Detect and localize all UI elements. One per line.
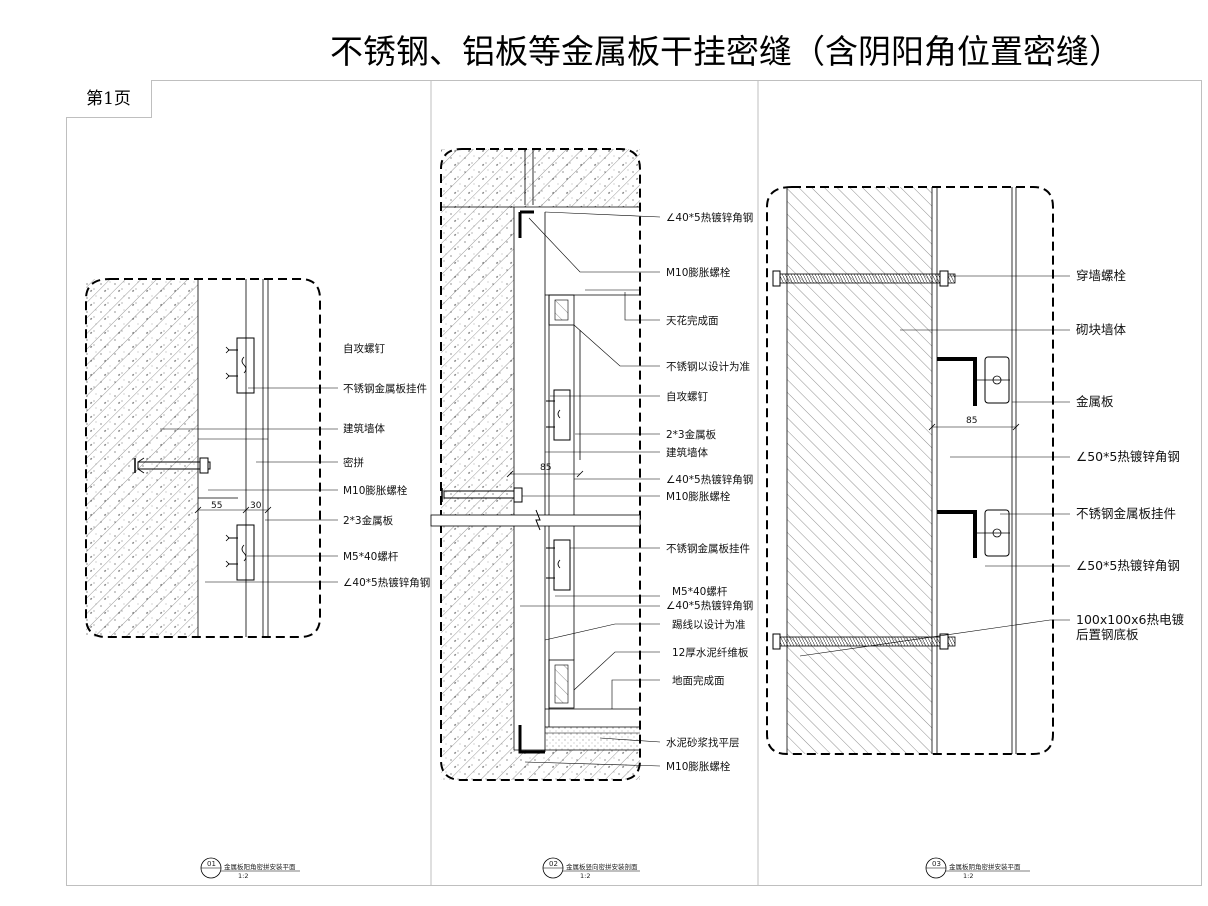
d2-label-7: ∠40*5热镀锌角钢 (666, 473, 753, 486)
dim-30: 30 (250, 501, 262, 511)
detail-3-boundary (766, 186, 1054, 755)
detail-1-leaders (160, 387, 338, 583)
angle-steel-upper (937, 356, 1010, 406)
svg-text:1:2: 1:2 (580, 872, 590, 880)
svg-text:金属板阴角密拼安装平面: 金属板阴角密拼安装平面 (949, 862, 1021, 871)
svg-text:01: 01 (207, 860, 216, 868)
d2-anchor (441, 487, 523, 503)
detail-3-caption: 03 金属板阴角密拼安装平面 1:2 (925, 857, 1030, 880)
detail-3: 85 穿墙螺栓 砌块墙体 金属板 ∠50*5热镀锌角钢 不锈钢金属板挂件 ∠50… (766, 186, 1184, 880)
drawing-sheet (66, 80, 1202, 886)
d3-label-4: 不锈钢金属板挂件 (1076, 506, 1176, 521)
dim-85-d2: 85 (540, 463, 551, 473)
bracket-upper (225, 337, 255, 394)
d1-label-wall: 建筑墙体 (343, 422, 385, 435)
d2-label-12: 踢线以设计为准 (672, 618, 746, 631)
d2-label-16: M10膨胀螺栓 (666, 760, 731, 773)
d3-label-2: 金属板 (1076, 394, 1114, 409)
d3-label-7: 后置钢底板 (1076, 627, 1139, 642)
detail-2-wall (441, 149, 640, 780)
svg-text:1:2: 1:2 (963, 872, 973, 880)
d3-label-6: 100x100x6热电镀 (1076, 612, 1184, 627)
d2-cut-bar (430, 509, 641, 531)
d2-label-2: 天花完成面 (666, 314, 719, 327)
d1-label-bracket: 不锈钢金属板挂件 (343, 382, 427, 395)
d2-label-0: ∠40*5热镀锌角钢 (666, 211, 753, 224)
d2-label-4: 自攻螺钉 (666, 390, 708, 403)
detail-2: 85 ∠40*5热镀锌角钢 M10膨胀螺栓 天花完成面 不锈钢以设计为准 自攻螺… (430, 148, 753, 880)
d3-label-1: 砌块墙体 (1076, 322, 1127, 337)
dim-85-d3: 85 (966, 416, 977, 426)
d2-label-10: M5*40螺杆 (672, 585, 728, 598)
through-bolt-upper (772, 270, 956, 287)
dim-55: 55 (211, 501, 222, 511)
d1-label-expansion-bolt: M10膨胀螺栓 (343, 484, 408, 497)
svg-text:金属板阳角密拼安装平面: 金属板阳角密拼安装平面 (224, 862, 296, 871)
d2-label-14: 地面完成面 (672, 674, 725, 687)
d3-label-0: 穿墙螺栓 (1076, 268, 1127, 283)
anchor-bolt (134, 457, 211, 474)
d3-label-5: ∠50*5热镀锌角钢 (1076, 558, 1180, 573)
detail-1-boundary (85, 278, 321, 638)
page-tab[interactable]: 第1页 (66, 80, 152, 118)
svg-text:1:2: 1:2 (238, 872, 248, 880)
ceiling-hanger (524, 149, 534, 205)
detail-3-wall (787, 187, 932, 754)
metal-panel-vertical (518, 210, 640, 754)
d2-label-3: 不锈钢以设计为准 (666, 360, 750, 373)
drawing-title: 不锈钢、铝板等金属板干挂密缝（含阴阳角位置密缝） (330, 32, 1122, 71)
svg-text:金属板竖向密拼安装剖面: 金属板竖向密拼安装剖面 (566, 862, 638, 871)
detail-3-leaders (799, 275, 1070, 657)
d2-label-9: 不锈钢金属板挂件 (666, 542, 750, 555)
detail-1: 55 30 自攻螺钉 不锈钢金属板挂件 建筑墙体 密拼 M10膨胀螺栓 2*3金… (85, 278, 430, 880)
detail-1-wall (86, 279, 198, 637)
d3-label-3: ∠50*5热镀锌角钢 (1076, 449, 1180, 464)
d2-label-1: M10膨胀螺栓 (666, 266, 731, 279)
svg-text:02: 02 (549, 860, 558, 868)
d1-label-self-tapping-screw: 自攻螺钉 (343, 342, 385, 355)
d2-label-5: 2*3金属板 (666, 428, 717, 441)
d2-label-8: M10膨胀螺栓 (666, 490, 731, 503)
d2-label-13: 12厚水泥纤维板 (672, 646, 749, 659)
d1-label-metal-plate: 2*3金属板 (343, 514, 394, 527)
detail-1-caption: 01 金属板阳角密拼安装平面 1:2 (200, 857, 300, 880)
d1-label-angle-steel: ∠40*5热镀锌角钢 (343, 576, 430, 589)
detail-2-leaders (520, 211, 661, 767)
detail-2-caption: 02 金属板竖向密拼安装剖面 1:2 (542, 857, 640, 880)
bracket-lower (225, 524, 255, 581)
angle-steel-lower (937, 509, 1010, 558)
d2-label-15: 水泥砂浆找平层 (666, 736, 740, 749)
detail-2-boundary (440, 148, 641, 781)
d1-label-bolt: M5*40螺杆 (343, 550, 399, 563)
d2-label-6: 建筑墙体 (666, 446, 708, 459)
d2-label-11: ∠40*5热镀锌角钢 (666, 599, 753, 612)
svg-text:03: 03 (932, 860, 941, 868)
d1-label-tight-joint: 密拼 (343, 456, 364, 469)
d2-brackets (546, 389, 571, 591)
